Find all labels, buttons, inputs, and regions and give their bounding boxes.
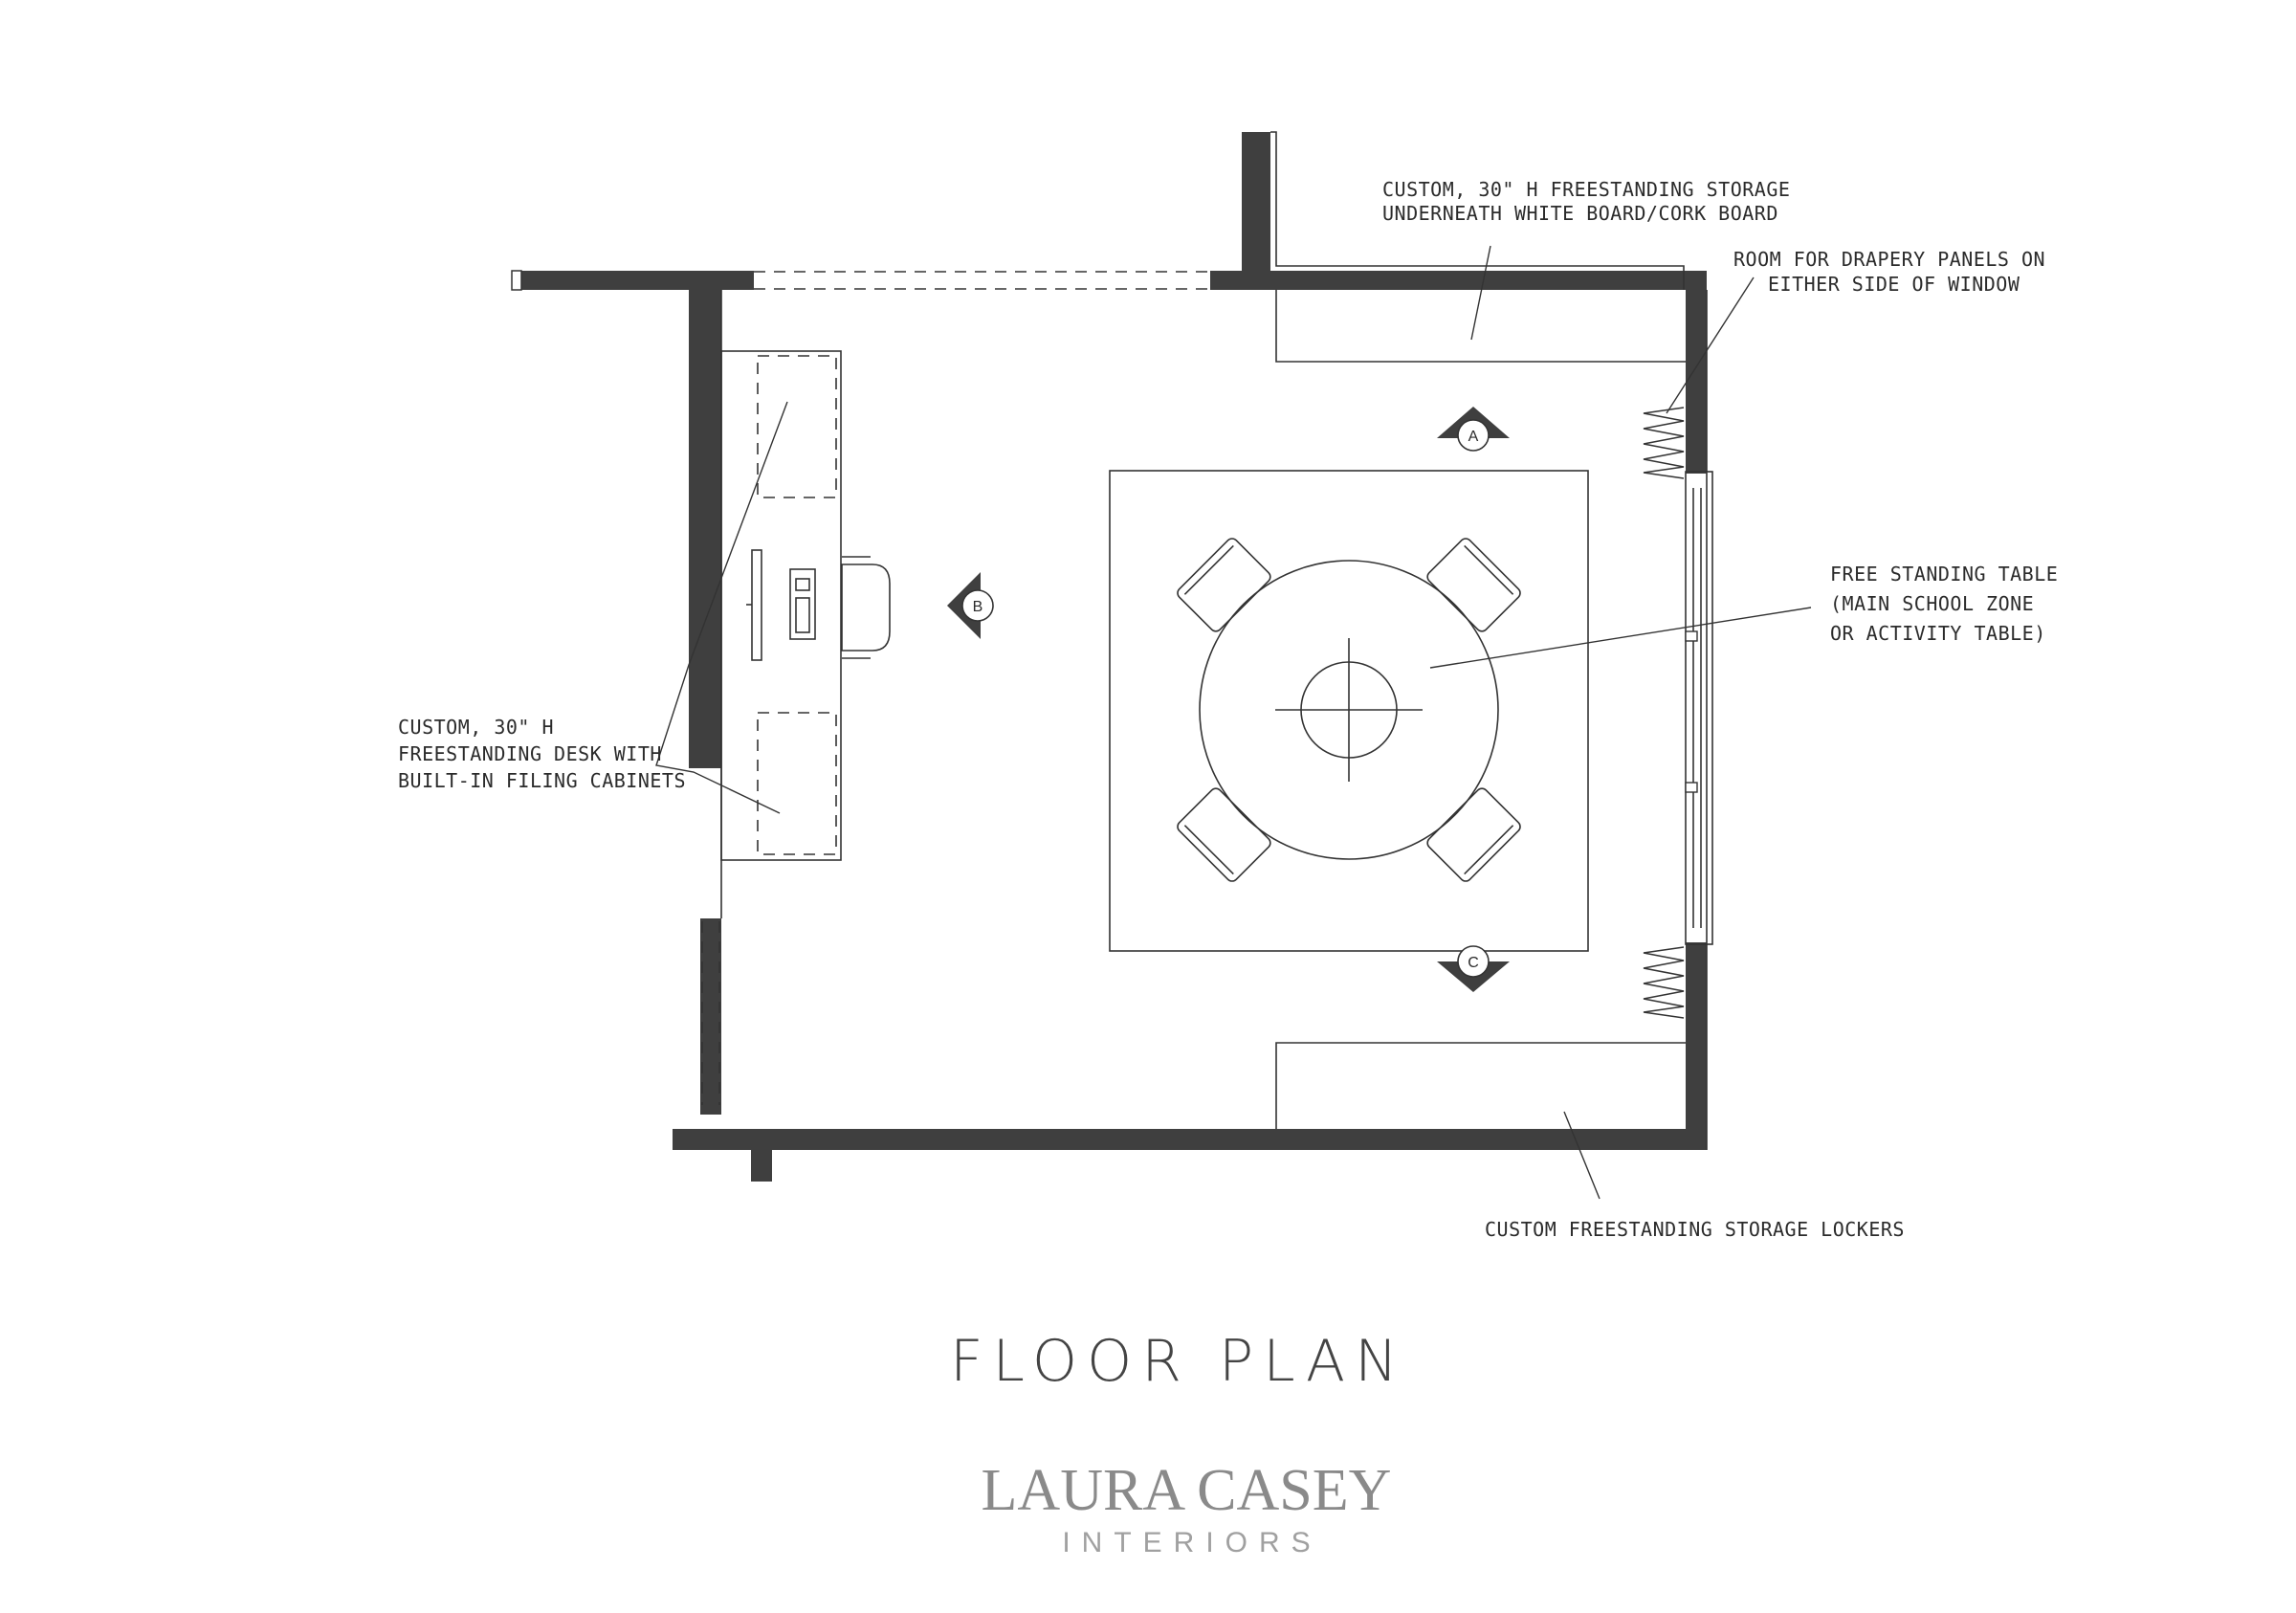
elevation-marker-b: B [947, 572, 994, 639]
column-top [1242, 132, 1270, 271]
logo-subtitle: INTERIORS [1062, 1527, 1321, 1558]
monitor-icon [751, 549, 762, 661]
leader-desk [655, 401, 788, 814]
filing-cabinet-top [757, 355, 837, 498]
note-drapery-line2: EITHER SIDE OF WINDOW [1768, 273, 2020, 296]
left-wall [689, 290, 721, 768]
note-desk-line2: FREESTANDING DESK WITH [398, 742, 662, 765]
round-table [1199, 560, 1499, 860]
dining-area [1109, 470, 1589, 952]
leader-lines [655, 245, 1812, 1200]
laptop-keys-icon [795, 597, 810, 633]
desk [720, 350, 891, 861]
note-table-line1: FREE STANDING TABLE [1830, 563, 2058, 586]
right-wall-lower [1686, 942, 1707, 1150]
elevation-marker-a: A [1437, 407, 1510, 452]
window-frame [1685, 471, 1713, 945]
top-wall-left [515, 271, 754, 290]
note-desk-line3: BUILT-IN FILING CABINETS [398, 769, 686, 792]
note-table-line2: (MAIN SCHOOL ZONE [1830, 592, 2034, 615]
note-table-line3: OR ACTIVITY TABLE) [1830, 622, 2046, 645]
bottom-wall-stub [751, 1129, 772, 1182]
right-wall-upper [1686, 290, 1707, 474]
note-lockers: CUSTOM FREESTANDING STORAGE LOCKERS [1485, 1218, 1905, 1241]
marker-b-label: B [973, 599, 983, 615]
chair-top-left-icon [1177, 538, 1271, 632]
lockers-bottom [1275, 1042, 1686, 1129]
chair-bottom-left-icon [1177, 787, 1271, 882]
drawing-title: FLOOR PLAN [950, 1328, 1407, 1395]
leader-storage-top [1470, 245, 1491, 341]
bottom-wall [673, 1129, 1687, 1150]
note-storage-top-line2: UNDERNEATH WHITE BOARD/CORK BOARD [1382, 202, 1778, 225]
drapery-panel-top [1643, 407, 1685, 479]
note-storage-top-line1: CUSTOM, 30" H FREESTANDING STORAGE [1382, 178, 1790, 201]
leader-table [1429, 607, 1812, 669]
outer-wall-line-top [1270, 131, 1685, 290]
left-wall-lower [700, 918, 721, 1115]
window-latch-1 [1685, 630, 1698, 642]
storage-units [1275, 290, 1686, 1129]
drapery-panel-bottom [1643, 946, 1685, 1019]
chair-bottom-right-icon [1426, 787, 1521, 882]
wall-end-cap [511, 270, 522, 291]
leader-drapery [1666, 276, 1755, 414]
area-rug [1109, 470, 1589, 952]
window [1685, 471, 1713, 945]
desk-top [720, 350, 842, 861]
annotations: CUSTOM, 30" H FREESTANDING STORAGE UNDER… [398, 178, 2058, 1241]
laptop-screen-icon [795, 578, 810, 591]
logo-name: LAURA CASEY [982, 1458, 1392, 1523]
walls [511, 131, 1708, 1182]
leader-lockers [1563, 1111, 1601, 1200]
note-drapery-line1: ROOM FOR DRAPERY PANELS ON [1733, 248, 2045, 271]
marker-c-label: C [1468, 955, 1479, 971]
filing-cabinet-bottom [757, 712, 837, 855]
drapery [1643, 407, 1685, 1019]
storage-top [1275, 290, 1686, 363]
brand-logo: LAURA CASEY INTERIORS [982, 1458, 1392, 1558]
elevation-marker-c: C [1437, 945, 1510, 992]
marker-a-label: A [1468, 429, 1479, 445]
openings [701, 271, 1210, 1105]
note-desk-line1: CUSTOM, 30" H [398, 716, 554, 739]
laptop-icon [789, 568, 816, 640]
top-wall-right [1210, 271, 1707, 290]
window-latch-2 [1685, 782, 1698, 793]
chair-top-right-icon [1426, 538, 1521, 632]
desk-chair-icon [841, 563, 891, 652]
